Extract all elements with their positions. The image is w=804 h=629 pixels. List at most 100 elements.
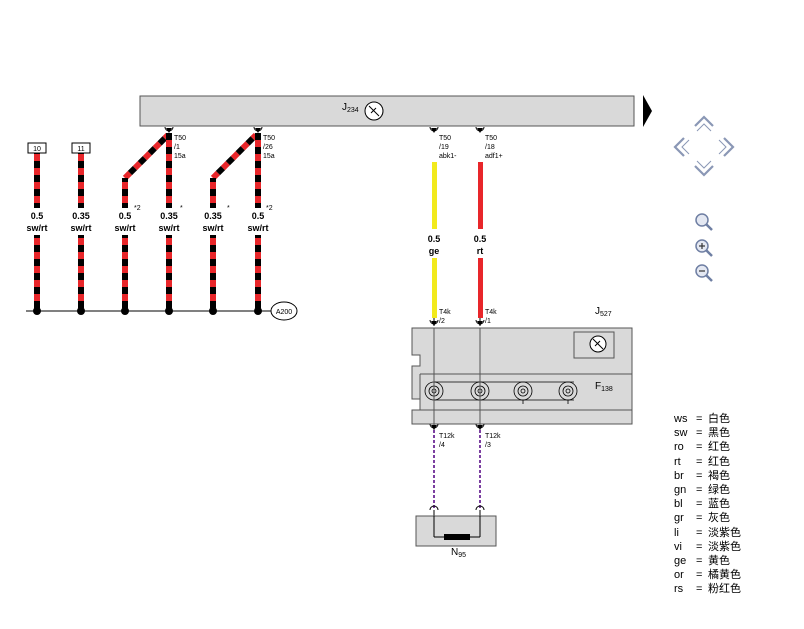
pan-down-button[interactable] xyxy=(694,160,714,177)
svg-text:T50: T50 xyxy=(439,135,451,142)
wire-2-size: 0.35 xyxy=(72,211,90,221)
wire-4-color: sw/rt xyxy=(158,223,179,233)
wire-3-size: 0.5 xyxy=(119,211,132,221)
legend-name: 绿色 xyxy=(708,484,730,497)
n95-label: N95 xyxy=(451,547,466,559)
legend-eq: = xyxy=(696,498,703,511)
pan-left-button[interactable] xyxy=(673,137,690,157)
svg-text:T50: T50 xyxy=(263,135,275,142)
wire-ge-size: 0.5 xyxy=(428,234,441,244)
wire-6 xyxy=(254,133,262,315)
legend-eq: = xyxy=(696,583,703,596)
legend-row-li: li=淡紫色 xyxy=(674,526,741,540)
legend-code: rs xyxy=(674,583,684,596)
wire-3-note: *2 xyxy=(134,205,141,212)
zoom-out-icon[interactable] xyxy=(695,264,713,282)
svg-text:T4k: T4k xyxy=(485,309,497,316)
wire-2-color: sw/rt xyxy=(70,223,91,233)
legend-code: ro xyxy=(674,441,684,454)
svg-text:T50: T50 xyxy=(174,135,186,142)
j527-label: J527 xyxy=(595,306,612,318)
ground-box-10: 10 xyxy=(27,142,47,154)
svg-text:/2: /2 xyxy=(439,318,445,325)
legend-eq: = xyxy=(696,484,703,497)
svg-text:10: 10 xyxy=(33,146,41,153)
wire-4-size: 0.35 xyxy=(160,211,178,221)
legend-name: 淡紫色 xyxy=(708,526,741,539)
pan-right-button[interactable] xyxy=(718,137,735,157)
legend-name: 黑色 xyxy=(708,427,730,440)
connector-pins-top xyxy=(164,126,485,133)
wire-3-color: sw/rt xyxy=(114,223,135,233)
legend-code: gr xyxy=(674,512,684,525)
arrow-right-icon[interactable] xyxy=(643,95,652,127)
wire-ge: 0.5 ge xyxy=(428,162,441,326)
pan-up-button[interactable] xyxy=(694,115,714,132)
ground-box-11: 11 xyxy=(71,142,91,154)
legend-row-ws: ws=白色 xyxy=(674,412,741,426)
legend-code: rt xyxy=(674,455,681,468)
wire-rt-color: rt xyxy=(477,246,484,256)
legend-name: 粉红色 xyxy=(708,583,741,596)
legend-name: 褐色 xyxy=(708,469,730,482)
svg-text:/1: /1 xyxy=(485,318,491,325)
legend-eq: = xyxy=(696,512,703,525)
legend-row-bl: bl=蓝色 xyxy=(674,497,741,511)
svg-text:T12k: T12k xyxy=(485,433,501,440)
svg-text:T12k: T12k xyxy=(439,433,455,440)
svg-text:15a: 15a xyxy=(174,153,186,160)
wire-2 xyxy=(77,153,85,315)
wire-5-size: 0.35 xyxy=(204,211,222,221)
legend-name: 蓝色 xyxy=(708,498,730,511)
svg-text:abk1-: abk1- xyxy=(439,153,457,160)
legend-eq: = xyxy=(696,540,703,553)
legend-row-ro: ro=红色 xyxy=(674,440,741,454)
legend-code: ws xyxy=(674,413,688,425)
connector-pins-bottom: T12k /4 T12k /3 xyxy=(429,423,501,449)
legend-row-rs: rs = 粉红色 xyxy=(674,582,741,596)
legend-eq: = xyxy=(696,427,703,440)
wire-rt: 0.5 rt xyxy=(474,162,487,326)
legend-eq: = xyxy=(696,469,703,482)
svg-text:A200: A200 xyxy=(276,309,292,316)
legend-row-ge: ge=黄色 xyxy=(674,554,741,568)
legend-name: 灰色 xyxy=(708,512,730,525)
wire-1 xyxy=(33,153,41,315)
svg-text:11: 11 xyxy=(77,146,84,153)
svg-text:/1: /1 xyxy=(174,144,180,151)
legend-eq: = xyxy=(696,441,703,454)
wire-labels: 0.5 sw/rt 0.35 sw/rt 0.5 sw/rt 0.35 sw/r… xyxy=(26,205,272,233)
legend-code: gn xyxy=(674,484,687,497)
wire-3 xyxy=(121,132,171,315)
legend-row-br: br=褐色 xyxy=(674,469,741,483)
svg-text:/26: /26 xyxy=(263,144,273,151)
j527-module: J527 F138 xyxy=(411,306,633,430)
legend-name: 橘黄色 xyxy=(708,569,741,582)
legend-row-sw: sw=黑色 xyxy=(674,426,741,440)
legend-eq: = xyxy=(696,555,703,568)
svg-text:/19: /19 xyxy=(439,144,449,151)
svg-text:adf1+: adf1+ xyxy=(485,153,503,160)
wire-6-color: sw/rt xyxy=(247,223,268,233)
legend-row-gr: gr = 灰色 xyxy=(674,511,741,525)
legend-eq: = xyxy=(696,455,703,468)
j234-module: J234 xyxy=(139,95,635,127)
legend-eq: = xyxy=(696,413,703,425)
wire-4-note: * xyxy=(180,205,183,212)
legend-code: vi xyxy=(674,540,682,553)
wire-5-color: sw/rt xyxy=(202,223,223,233)
wire-rt-size: 0.5 xyxy=(474,234,487,244)
magnifier-icon[interactable] xyxy=(695,213,713,231)
pan-arrows-icon[interactable] xyxy=(673,115,735,177)
zoom-in-icon[interactable] xyxy=(695,239,713,257)
svg-text:15a: 15a xyxy=(263,153,275,160)
svg-text:T4k: T4k xyxy=(439,309,451,316)
legend-name: 黄色 xyxy=(708,555,730,568)
connector-pins-mid: T4k /2 T4k /1 xyxy=(429,309,497,326)
svg-text:/18: /18 xyxy=(485,144,495,151)
legend-eq: = xyxy=(696,569,703,582)
circle-x-icon xyxy=(589,335,607,353)
svg-text:/3: /3 xyxy=(485,442,491,449)
